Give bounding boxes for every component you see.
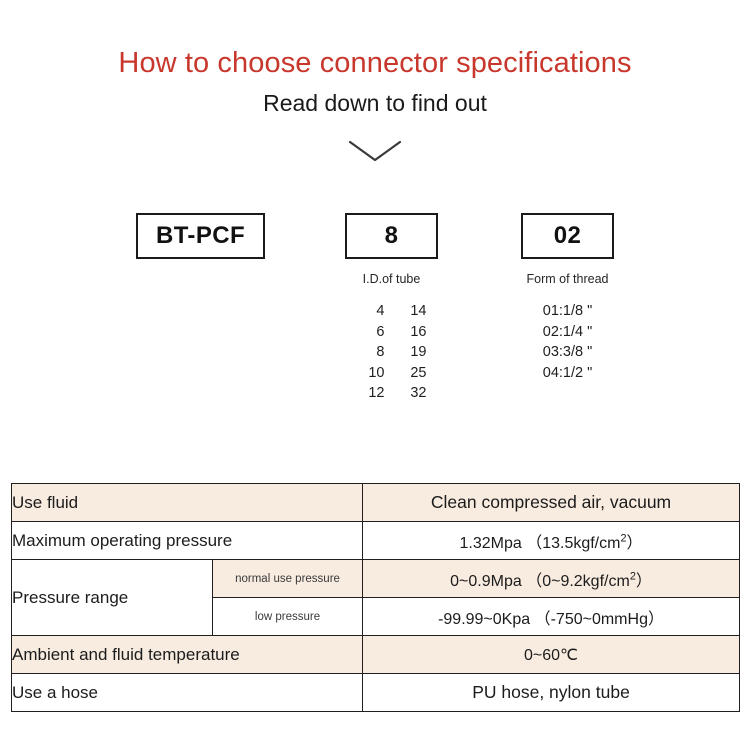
tube-id-right: 25 xyxy=(410,364,427,381)
spec-value-ambient-fluid-temperature: 0~60℃ xyxy=(362,635,741,674)
tube-id-left: 8 xyxy=(376,344,385,360)
list-item: 12 32 xyxy=(345,383,438,404)
code-column-series: BT-PCF xyxy=(136,213,265,259)
code-options-tube-id: 4 14 6 16 8 19 10 25 12 32 xyxy=(345,301,438,404)
table-row: Ambient and fluid temperature 0~60℃ xyxy=(10,635,741,674)
tube-id-left: 6 xyxy=(376,323,385,340)
spec-value-use-fluid: Clean compressed air, vacuum xyxy=(362,483,741,522)
tube-id-left: 4 xyxy=(376,303,385,319)
spec-label-use-a-hose: Use a hose xyxy=(10,673,364,712)
list-item: 6 16 xyxy=(345,322,438,343)
tube-id-right: 32 xyxy=(410,385,427,401)
spec-value-text: 0~0.9Mpa （0~9.2kgf/cm xyxy=(450,572,630,590)
spec-value-superscript: 2 xyxy=(620,532,627,545)
list-item: 10 25 xyxy=(345,363,438,384)
page-title: How to choose connector specifications xyxy=(118,47,632,79)
spec-value-text-suffix: ） xyxy=(635,572,652,590)
list-item: 4 14 xyxy=(345,301,438,322)
code-caption-tube-id: I.D.of tube xyxy=(362,272,421,286)
spec-value-text-suffix: ） xyxy=(626,534,643,552)
spec-label-pressure-range: Pressure range xyxy=(11,559,213,636)
spec-value-max-operating-pressure: 1.32Mpa （13.5kgf/cm2） xyxy=(362,521,741,560)
spec-value-text: 1.32Mpa （13.5kgf/cm xyxy=(459,534,621,552)
code-options-thread-form: 01:1/8 " 02:1/4 " 03:3/8 " 04:1/2 " xyxy=(521,301,614,383)
part-number-breakdown: BT-PCF 8 I.D.of tube 4 14 6 16 8 19 10 2… xyxy=(136,213,614,404)
spec-label-ambient-fluid-temperature: Ambient and fluid temperature xyxy=(10,635,364,674)
list-item: 04:1/2 " xyxy=(542,364,593,381)
spec-value-normal-use-pressure: 0~0.9Mpa （0~9.2kgf/cm2） xyxy=(362,559,741,598)
code-box-thread-form: 02 xyxy=(521,213,614,259)
list-item: 03:3/8 " xyxy=(542,344,593,360)
spec-value-use-a-hose: PU hose, nylon tube xyxy=(362,673,741,712)
spec-label-max-operating-pressure: Maximum operating pressure xyxy=(10,521,364,560)
spec-label-use-fluid: Use fluid xyxy=(10,483,364,522)
spec-value-low-pressure: -99.99~0Kpa （-750~0mmHg） xyxy=(362,597,741,636)
code-box-series: BT-PCF xyxy=(136,213,265,259)
spec-sublabel-low-pressure: low pressure xyxy=(211,597,364,636)
table-row: Maximum operating pressure 1.32Mpa （13.5… xyxy=(10,521,741,560)
tube-id-right: 16 xyxy=(410,323,427,340)
tube-id-right: 19 xyxy=(410,344,427,360)
tube-id-left: 10 xyxy=(368,364,385,381)
table-row: low pressure -99.99~0Kpa （-750~0mmHg） xyxy=(12,597,741,636)
list-item: 01:1/8 " xyxy=(542,303,593,319)
list-item: 8 19 xyxy=(345,342,438,363)
spec-value-superscript: 2 xyxy=(629,570,636,583)
table-row: Use a hose PU hose, nylon tube xyxy=(10,673,741,712)
chevron-down-icon xyxy=(348,140,402,162)
page-header: How to choose connector specifications R… xyxy=(0,0,750,116)
specification-table: Use fluid Clean compressed air, vacuum M… xyxy=(10,483,741,712)
table-row: Use fluid Clean compressed air, vacuum xyxy=(10,483,741,522)
chevron-down-icon-wrap xyxy=(0,138,750,164)
code-caption-thread-form: Form of thread xyxy=(526,272,609,286)
table-row: Pressure range normal use pressure 0~0.9… xyxy=(11,559,741,636)
code-column-tube-id: 8 I.D.of tube 4 14 6 16 8 19 10 25 12 32 xyxy=(345,213,438,404)
page-subtitle: Read down to find out xyxy=(263,89,487,116)
spec-sublabel-normal-use-pressure: normal use pressure xyxy=(211,559,364,598)
code-box-tube-id: 8 xyxy=(345,213,438,259)
list-item: 02:1/4 " xyxy=(542,323,593,340)
code-column-thread-form: 02 Form of thread 01:1/8 " 02:1/4 " 03:3… xyxy=(521,213,614,383)
tube-id-right: 14 xyxy=(410,303,427,319)
tube-id-left: 12 xyxy=(368,385,385,401)
